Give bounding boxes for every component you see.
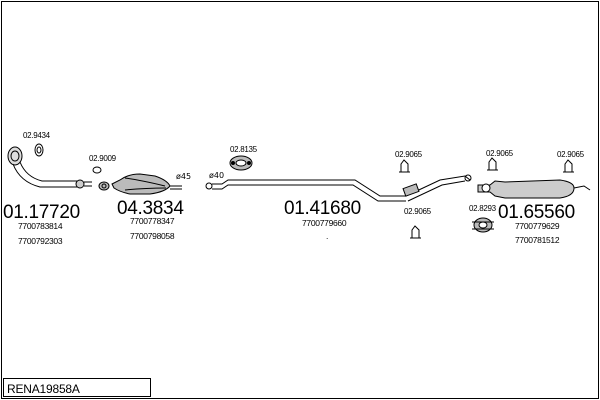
reference-code: RENA19858A	[7, 382, 80, 396]
label-gasket-ring: 02.8135	[230, 145, 257, 154]
gasket-ring-shape	[229, 155, 253, 171]
front-pipe-shape	[7, 146, 92, 189]
label-hanger-mid-bottom: 02.9065	[404, 207, 431, 216]
part-number-middle-pipe: 01.41680	[284, 198, 361, 219]
diameter-45: ø45	[176, 172, 192, 181]
part-number-rear-silencer: 01.65560	[498, 202, 575, 223]
reference-box: RENA19858A	[3, 378, 151, 397]
hanger-rear-b-shape	[563, 159, 574, 173]
catalyst-shape	[111, 173, 182, 195]
clamp-rear-shape	[472, 217, 494, 233]
part-number-catalyst: 04.3834	[117, 198, 184, 219]
label-gasket-front: 02.9434	[23, 131, 50, 140]
rear-silencer-shape	[477, 179, 591, 199]
label-hanger-rear-b: 02.9065	[557, 150, 584, 159]
hanger-mid-top-shape	[399, 159, 410, 173]
oem-rear-silencer-1: 7700779629	[515, 221, 560, 231]
oem-middle-pipe-1: 7700779660	[302, 218, 347, 228]
diameter-40: ø40	[209, 171, 225, 180]
oem-rear-silencer-2: 7700781512	[515, 235, 560, 245]
part-number-front-pipe: 01.17720	[3, 202, 80, 223]
oem-front-pipe-2: 7700792303	[18, 236, 63, 246]
label-hanger-mid-top: 02.9065	[395, 150, 422, 159]
label-clamp-cat: 02.9009	[89, 154, 116, 163]
hanger-mid-bottom-shape	[410, 225, 421, 239]
gasket-front-shape	[34, 143, 44, 157]
oem-catalyst-1: 7700778347	[130, 216, 175, 226]
middle-pipe-shape	[205, 174, 472, 202]
oem-front-pipe-1: 7700783814	[18, 221, 63, 231]
stray-dot: .	[326, 231, 329, 241]
clamp-cat-shape	[92, 166, 110, 191]
label-hanger-rear-a: 02.9065	[486, 149, 513, 158]
hanger-rear-a-shape	[487, 157, 498, 171]
label-clamp-rear: 02.8293	[469, 204, 496, 213]
oem-catalyst-2: 7700798058	[130, 231, 175, 241]
